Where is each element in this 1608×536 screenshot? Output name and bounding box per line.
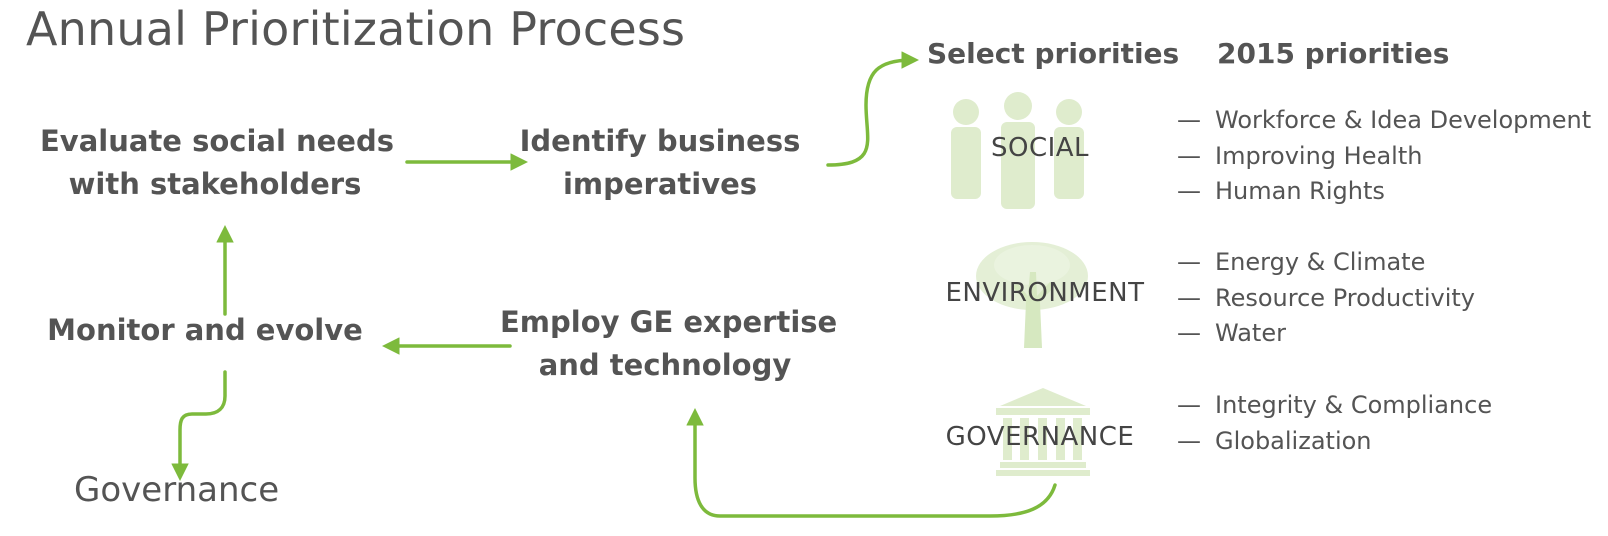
bullet-dash: — [1177,248,1201,276]
step-employ-line2: and technology [538,348,792,382]
social-priority-list: —Workforce & Idea Development —Improving… [1177,103,1591,210]
year-priorities-header: 2015 priorities [1217,37,1450,70]
category-governance-label: GOVERNANCE [945,422,1135,452]
step-evaluate-line1: Evaluate social needs [40,124,394,158]
select-priorities-header: Select priorities [927,37,1180,70]
list-item: —Energy & Climate [1177,245,1475,281]
step-evaluate: Evaluate social needs with stakeholders [40,120,394,206]
page-title: Annual Prioritization Process [26,2,686,56]
step-monitor: Monitor and evolve [47,313,363,347]
list-item: —Workforce & Idea Development [1177,103,1591,139]
bullet-dash: — [1177,141,1201,170]
list-item: —Globalization [1177,424,1492,460]
category-environment-label: ENVIRONMENT [945,278,1145,308]
bullet-dash: — [1177,177,1201,205]
tree-icon [976,242,1088,348]
list-item: —Integrity & Compliance [1177,388,1492,424]
category-social-label: SOCIAL [990,133,1090,163]
list-item: —Water [1177,316,1475,352]
step-evaluate-line2: with stakeholders [68,167,362,201]
list-item: —Resource Productivity [1177,281,1475,317]
people-icon [951,92,1084,209]
step-identify-line2: imperatives [562,167,758,201]
step-employ: Employ GE expertise and technology [500,301,838,387]
bullet-dash: — [1177,426,1201,455]
bullet-dash: — [1177,283,1201,312]
bullet-dash: — [1177,319,1201,347]
step-identify-line1: Identify business [519,124,801,158]
arrow-identify-to-select [826,51,919,167]
building-icon [996,388,1090,476]
environment-priority-list: —Energy & Climate —Resource Productivity… [1177,245,1475,352]
bullet-dash: — [1177,391,1201,419]
arrow-monitor-to-governance [171,370,227,481]
list-item: —Improving Health [1177,139,1591,175]
list-item: —Human Rights [1177,174,1591,210]
step-employ-line1: Employ GE expertise [500,305,838,339]
step-identify: Identify business imperatives [510,120,810,206]
arrow-governance-to-employ [686,408,1057,518]
governance-priority-list: —Integrity & Compliance —Globalization [1177,388,1492,459]
bullet-dash: — [1177,106,1201,134]
